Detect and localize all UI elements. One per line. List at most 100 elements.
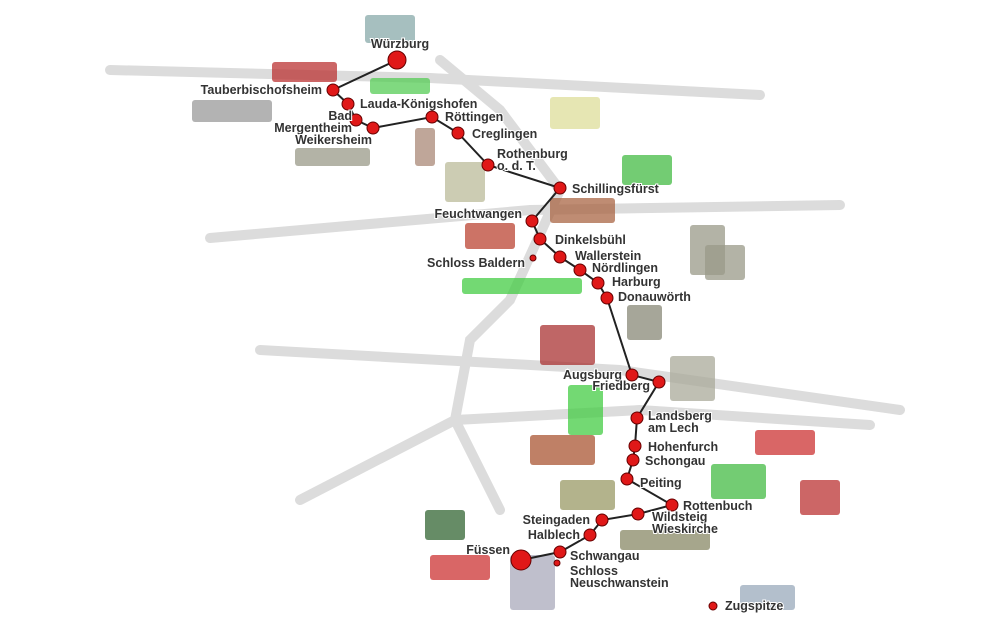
landmark-illustration	[465, 223, 515, 249]
station[interactable]: Augsburg	[562, 367, 639, 383]
station[interactable]: Feuchtwangen	[433, 206, 539, 228]
highway-4	[450, 404, 875, 430]
station-label: Schwangau	[570, 549, 639, 563]
landmark-illustration	[800, 480, 840, 515]
station-marker-icon[interactable]	[628, 439, 642, 453]
station-marker-icon[interactable]	[533, 232, 547, 246]
station-label-line2: Mergentheim	[274, 121, 352, 135]
station[interactable]: Röttingen	[425, 109, 504, 125]
landmark-illustration	[365, 15, 415, 43]
station-marker-icon[interactable]	[553, 250, 567, 264]
station-label: Wallerstein	[575, 249, 641, 263]
station-label: Weikersheim	[295, 133, 372, 147]
landmark-illustration	[740, 585, 795, 610]
station-label: Lauda-Königshofen	[360, 97, 477, 111]
station-label: Würzburg	[371, 37, 429, 51]
station-label: Dinkelsbühl	[555, 233, 626, 247]
station-marker-icon[interactable]	[665, 498, 679, 512]
landmark-illustration	[711, 464, 766, 499]
station-marker-icon[interactable]	[326, 83, 340, 97]
landmark-illustration	[430, 555, 490, 580]
station[interactable]: Hohenfurch	[628, 439, 719, 455]
station-marker-icon[interactable]	[573, 263, 587, 277]
station-label: Feuchtwangen	[434, 207, 522, 221]
station-label: Wildsteig	[652, 510, 707, 524]
station-marker-icon[interactable]	[525, 214, 539, 228]
highways	[105, 55, 905, 515]
station-marker-icon[interactable]	[591, 276, 605, 290]
station-marker-icon[interactable]	[708, 601, 718, 611]
station-marker-icon[interactable]	[583, 528, 597, 542]
station[interactable]: Creglingen	[451, 126, 538, 142]
station-label: Landsberg	[648, 409, 712, 423]
station-label: Nördlingen	[592, 261, 658, 275]
station-marker-icon[interactable]	[341, 97, 355, 111]
station-marker-icon[interactable]	[481, 158, 495, 172]
station-marker-icon[interactable]	[510, 549, 532, 571]
station-marker-icon[interactable]	[366, 121, 380, 135]
station-marker-icon[interactable]	[626, 453, 640, 467]
landmark-illustration	[550, 97, 600, 129]
station[interactable]: Harburg	[591, 274, 662, 290]
station[interactable]: Weikersheim	[294, 121, 380, 148]
station-marker-icon[interactable]	[529, 254, 537, 262]
station-marker-icon[interactable]	[620, 472, 634, 486]
station[interactable]: Schillingsfürst	[553, 181, 661, 197]
station-label: Friedberg	[592, 379, 650, 393]
stations: WürzburgTauberbischofsheimLauda-Königsho…	[200, 36, 785, 614]
station-marker-icon[interactable]	[600, 291, 614, 305]
station-label: Augsburg	[563, 368, 622, 382]
station-label: Füssen	[466, 543, 510, 557]
station-marker-icon[interactable]	[553, 181, 567, 195]
station-marker-icon[interactable]	[595, 513, 609, 527]
station[interactable]: Rottenbuch	[665, 498, 753, 514]
station[interactable]: Donauwörth	[600, 289, 692, 305]
station-marker-icon[interactable]	[631, 507, 645, 521]
station[interactable]: Schloss Baldern	[426, 254, 537, 271]
station[interactable]: Zugspitze	[708, 598, 784, 614]
landmark-illustration	[295, 148, 370, 166]
station-marker-icon[interactable]	[387, 50, 407, 70]
station[interactable]: Steingaden	[522, 512, 609, 528]
station-marker-icon[interactable]	[652, 375, 666, 389]
station[interactable]: Schwangau	[553, 545, 640, 564]
landmark-illustration	[415, 128, 435, 166]
station-label-line2: am Lech	[648, 421, 699, 435]
station[interactable]: Friedberg	[591, 375, 666, 394]
station[interactable]: Lauda-Königshofen	[341, 96, 478, 112]
station[interactable]: Würzburg	[370, 36, 430, 70]
landmark-illustration	[670, 356, 715, 401]
landmark-illustration	[192, 100, 272, 122]
station[interactable]: Schongau	[626, 453, 706, 469]
station-marker-icon[interactable]	[625, 368, 639, 382]
landmark-illustration	[622, 155, 672, 185]
station-marker-icon[interactable]	[630, 411, 644, 425]
landmark-illustration	[272, 62, 337, 82]
highway-0	[105, 65, 765, 100]
station-marker-icon[interactable]	[553, 545, 567, 559]
station[interactable]: Dinkelsbühl	[533, 232, 627, 248]
highway-5	[295, 415, 460, 505]
station-marker-icon[interactable]	[425, 110, 439, 124]
station-marker-icon[interactable]	[451, 126, 465, 140]
landmark-illustration	[755, 430, 815, 455]
station[interactable]: Tauberbischofsheim	[200, 82, 340, 98]
station-label: Hohenfurch	[648, 440, 718, 454]
landmark-illustration	[370, 78, 430, 94]
station[interactable]: Nördlingen	[573, 260, 659, 277]
station[interactable]: Peiting	[620, 472, 683, 491]
station[interactable]: Halblech	[527, 527, 597, 543]
station-marker-icon[interactable]	[349, 113, 363, 127]
station-marker-icon[interactable]	[553, 559, 561, 567]
station-label: Tauberbischofsheim	[201, 83, 322, 97]
station-label: Steingaden	[523, 513, 590, 527]
station[interactable]: Füssen	[465, 542, 532, 571]
station[interactable]: Wallerstein	[553, 248, 642, 264]
station-label-line2: o. d. T.	[497, 159, 536, 173]
